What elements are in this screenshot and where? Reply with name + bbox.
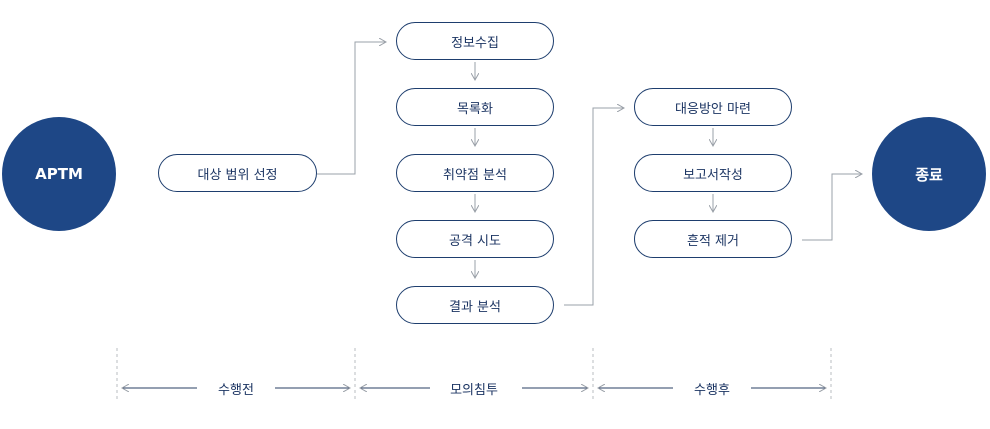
step-info-gathering: 정보수집 — [396, 22, 554, 60]
step-countermeasure-planning: 대응방안 마련 — [634, 88, 792, 126]
step-label: 흔적 제거 — [687, 233, 739, 249]
step-label: 대상 범위 선정 — [197, 167, 278, 183]
step-trace-removal: 흔적 제거 — [634, 220, 792, 258]
connector-scope-to-info — [317, 42, 386, 175]
step-label: 대응방안 마련 — [675, 101, 751, 117]
step-label: 결과 분석 — [449, 299, 501, 315]
step-vulnerability-analysis: 취약점 분석 — [396, 154, 554, 192]
phase-label-after: 수행후 — [694, 383, 730, 398]
phase-label-before: 수행전 — [218, 383, 254, 398]
step-label: 정보수집 — [451, 35, 499, 51]
step-enumeration: 목록화 — [396, 88, 554, 126]
step-result-analysis: 결과 분석 — [396, 286, 554, 324]
end-node: 종료 — [872, 117, 986, 231]
start-node-aptm: APTM — [2, 117, 116, 231]
start-node-label: APTM — [35, 165, 83, 183]
end-node-label: 종료 — [915, 165, 943, 184]
step-label: 목록화 — [457, 101, 493, 117]
step-report-writing: 보고서작성 — [634, 154, 792, 192]
connector-trace-to-end — [802, 174, 862, 241]
phase-label-pentest: 모의침투 — [450, 383, 498, 398]
step-attack-attempt: 공격 시도 — [396, 220, 554, 258]
step-scope-selection: 대상 범위 선정 — [158, 154, 317, 192]
step-label: 공격 시도 — [449, 233, 501, 249]
step-label: 취약점 분석 — [443, 167, 507, 183]
step-label: 보고서작성 — [683, 167, 743, 183]
connector-result-to-response — [564, 108, 624, 306]
